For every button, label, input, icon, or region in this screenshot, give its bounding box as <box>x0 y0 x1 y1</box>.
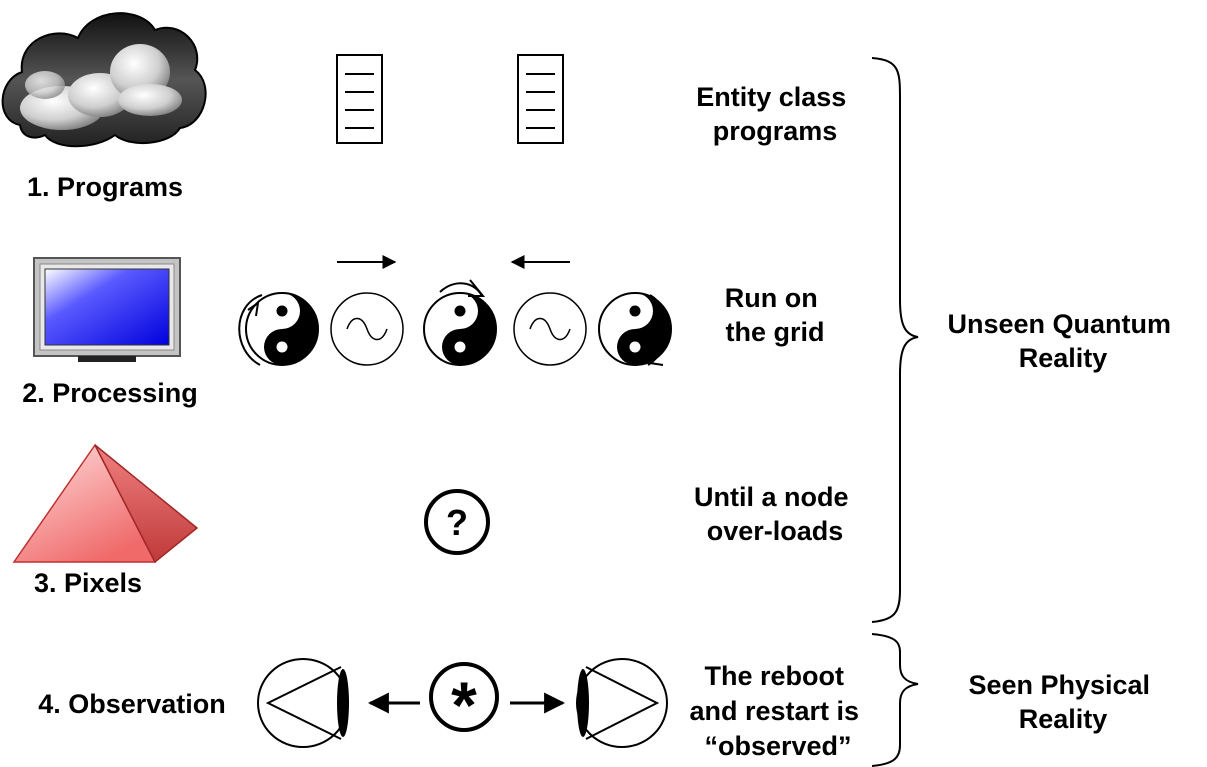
document-icon <box>517 54 564 144</box>
stage-2-description: Run on the grid <box>725 283 826 347</box>
stage-3-description: Until a node over-loads <box>694 482 856 546</box>
stage-1-label: 1. Programs <box>27 172 183 202</box>
brace-unseen <box>871 57 919 623</box>
eye-left-icon <box>257 658 349 748</box>
question-icon: ? <box>424 489 490 555</box>
svg-text:?: ? <box>446 502 468 543</box>
stage-4-description: The reboot and restart is “observed” <box>689 661 866 761</box>
svg-text:*: * <box>451 668 477 742</box>
wave-circle-icon <box>513 292 587 366</box>
yin-yang-icon <box>598 292 672 366</box>
stage-3-label: 3. Pixels <box>34 568 142 598</box>
cloud-icon <box>1 12 207 148</box>
stage-4-label: 4. Observation <box>38 689 226 719</box>
pyramid-icon <box>12 443 199 564</box>
group-unseen-label: Unseen Quantum Reality <box>947 309 1178 373</box>
monitor-icon <box>33 257 181 362</box>
stage-2-label: 2. Processing <box>22 378 198 408</box>
yin-yang-icon <box>423 279 497 366</box>
stage-1-description: Entity class programs <box>696 82 854 146</box>
document-icon <box>336 54 383 144</box>
group-seen-label: Seen Physical Reality <box>968 670 1157 734</box>
brace-seen <box>871 633 919 767</box>
eye-right-icon <box>576 658 668 748</box>
yin-yang-icon <box>238 292 319 366</box>
wave-circle-icon <box>330 292 404 366</box>
star-icon: * <box>429 662 499 742</box>
